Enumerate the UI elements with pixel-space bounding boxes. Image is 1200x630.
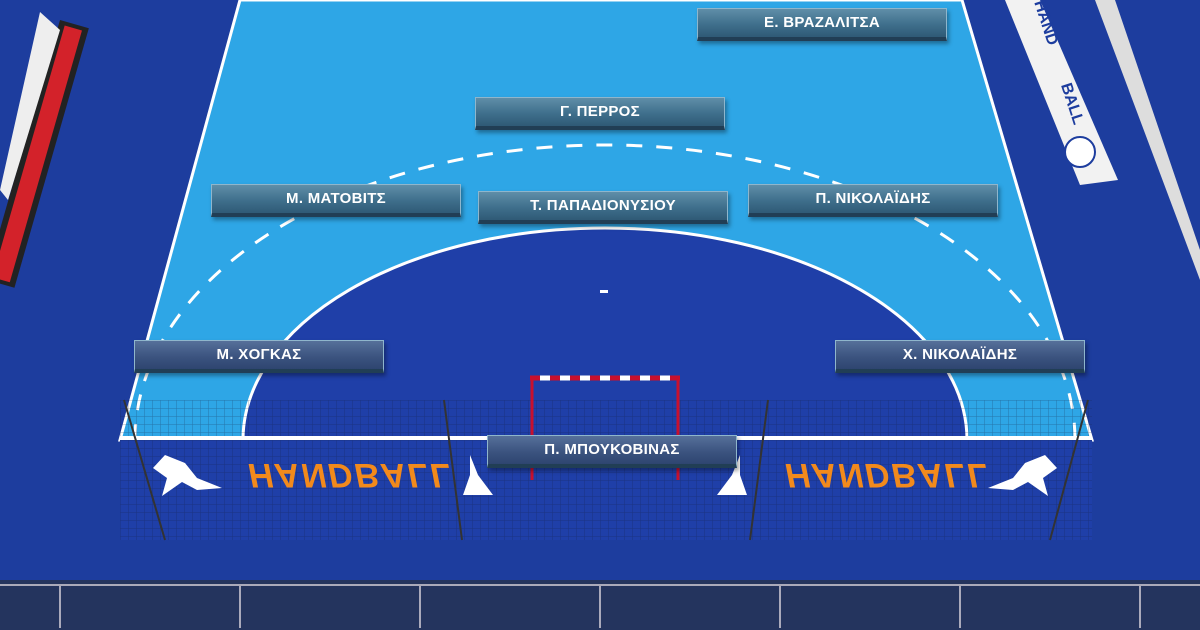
player-tag-left-wing: Ε. ΒΡΑΖΑΛΙΤΣΑ (697, 8, 947, 41)
player-tag-right-wing: Μ. ΧΟΓΚΑΣ (134, 340, 384, 373)
left-ad-board (0, 12, 60, 200)
bench (0, 20, 89, 288)
player-tag-center-back: Γ. ΠΕΡΡΟΣ (475, 97, 725, 130)
free-throw-line (133, 143, 1077, 440)
right-ad-board (1005, 0, 1118, 185)
player-tag-pivot: Τ. ΠΑΠΑΔΙΟΝΥΣΙΟΥ (478, 191, 728, 224)
player-tag-right-back: Μ. ΜΑΤΟΒΙΤΣ (211, 184, 461, 217)
player-tag-left-back: Π. ΝΙΚΟΛΑΪΔΗΣ (748, 184, 998, 217)
handball-floor-text-right: HANDBALL (785, 456, 990, 494)
ball-icon (1064, 136, 1096, 168)
player-tag-goalkeeper: Π. ΜΠΟΥΚΟΒΙΝΑΣ (487, 435, 737, 468)
handball-floor-text-left: HANDBALL (248, 456, 453, 494)
player-silhouette-icon (153, 455, 1057, 496)
player-tag-left-wing-2: Χ. ΝΙΚΟΛΑΪΔΗΣ (835, 340, 1085, 373)
